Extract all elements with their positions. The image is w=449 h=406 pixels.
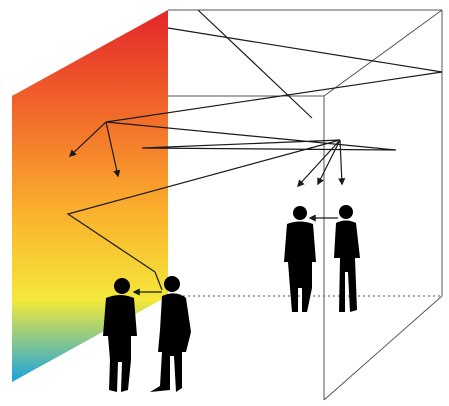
people-front — [103, 276, 191, 392]
box-top-right-diagonal — [323, 9, 443, 97]
speech-arrows — [132, 214, 338, 296]
reflection-ray-top — [197, 9, 313, 119]
person-back-right — [334, 205, 360, 312]
arrow-right-2 — [338, 139, 346, 186]
ray-to-front-people — [154, 271, 163, 291]
arrow-burst-right — [297, 139, 346, 188]
people-back — [284, 205, 360, 312]
person-front-right — [150, 276, 191, 392]
reflection-path — [66, 9, 443, 291]
box-bottom-right-diagonal — [323, 295, 443, 401]
gradient-wall — [12, 10, 168, 382]
arrow-burst-left — [68, 121, 121, 178]
arrow-right-1 — [297, 139, 341, 188]
person-back-left — [284, 206, 316, 312]
reflection-ray-main — [66, 27, 443, 273]
arrow-left-1 — [68, 121, 107, 157]
person-front-left — [103, 278, 137, 392]
arrow-left-2 — [105, 121, 121, 178]
arrow-right-3 — [317, 139, 341, 186]
